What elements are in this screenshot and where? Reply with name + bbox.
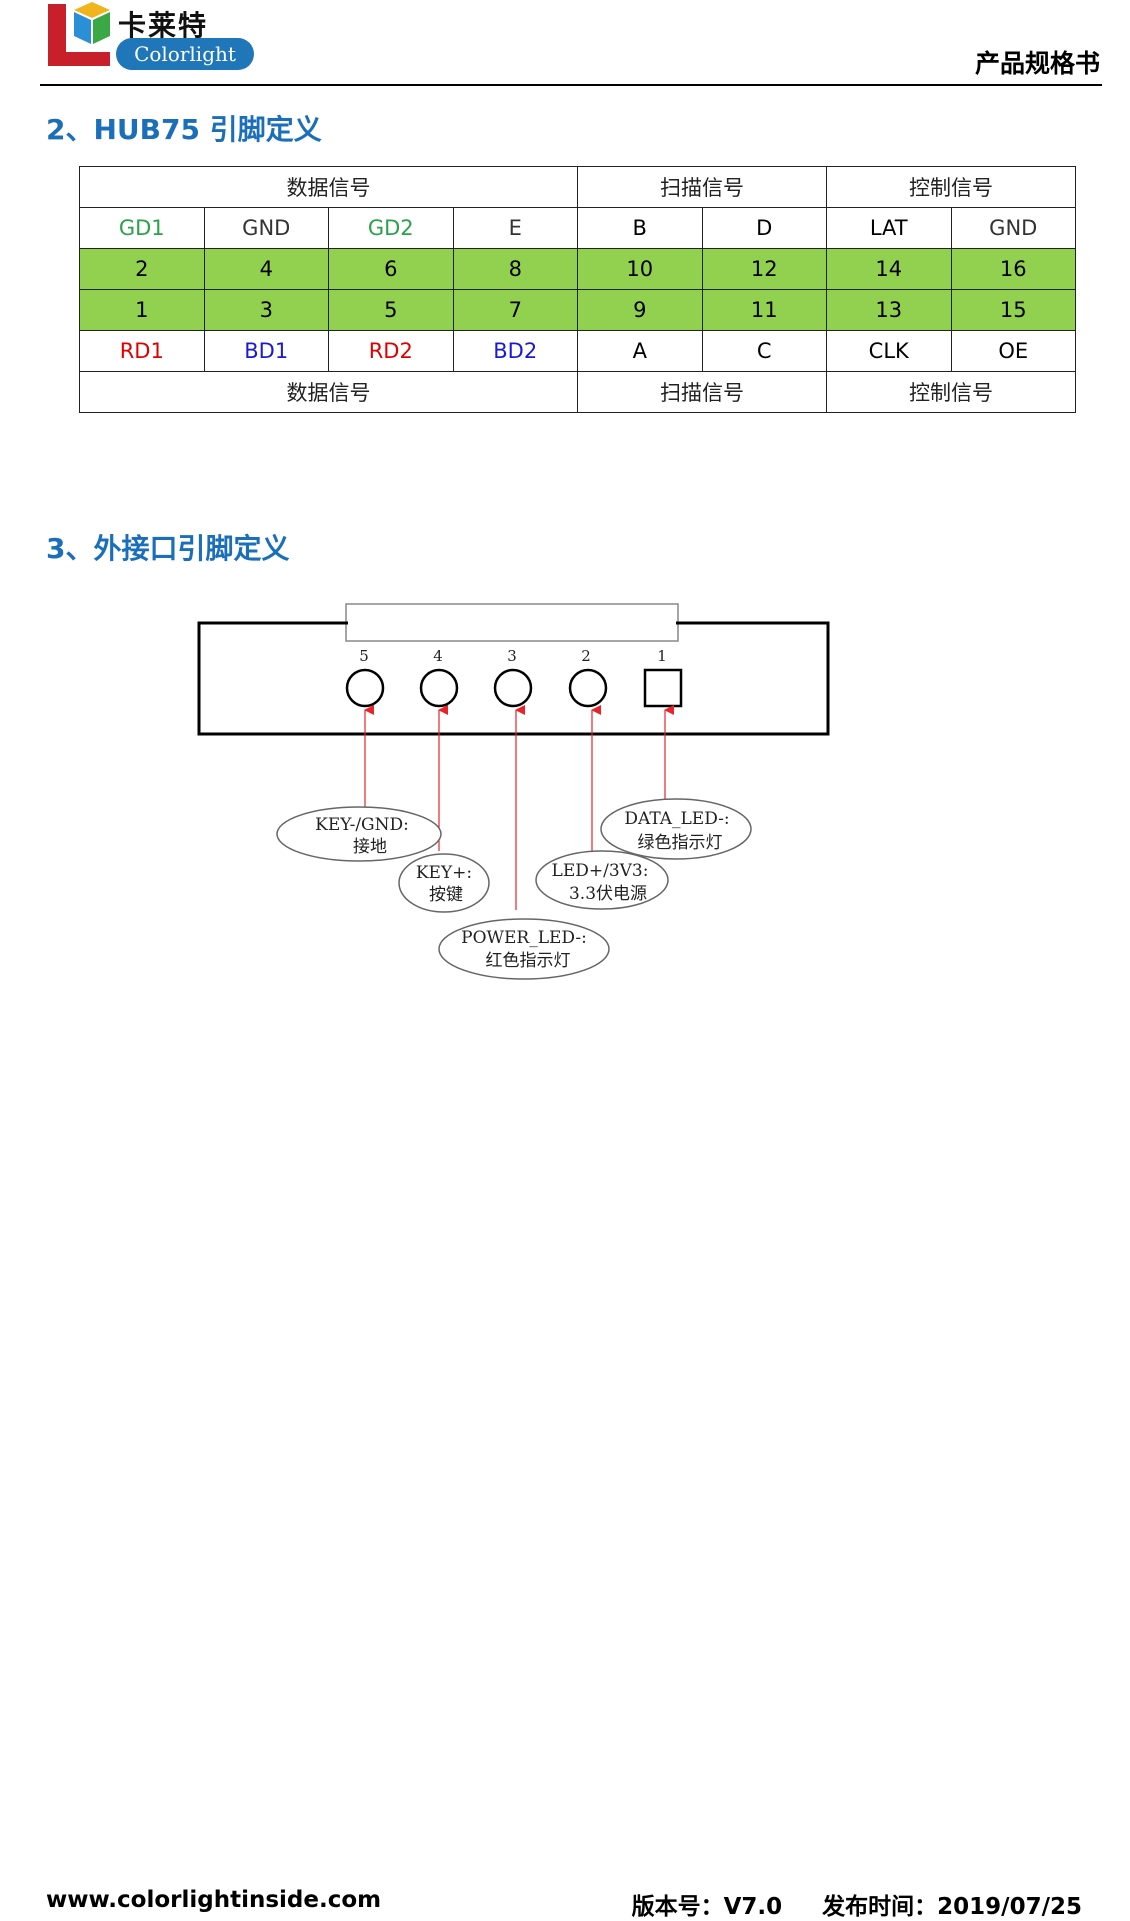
pin-number-cell: 8 (452, 248, 578, 290)
callout-data-led-line1: DATA_LED-: (624, 809, 729, 829)
signal-name-cell: LAT (826, 207, 952, 249)
table-row-bottom-groups: 数据信号 扫描信号 控制信号 (79, 371, 1076, 413)
pin-number-cell: 6 (328, 248, 454, 290)
pin-number-cell: 10 (577, 248, 703, 290)
signal-name-cell: CLK (826, 330, 952, 372)
pin-number-cell: 7 (452, 289, 578, 331)
signal-name-cell: A (577, 330, 703, 372)
callout-bubble-data-led (600, 798, 752, 860)
table-row-odd-pins: 1 3 5 7 9 11 13 15 (79, 289, 1076, 331)
group-data-signal: 数据信号 (79, 371, 578, 413)
section-title-hub75: 2、HUB75 引脚定义 (46, 113, 322, 146)
callout-power-led-line1: POWER_LED-: (461, 928, 587, 948)
footer-release-date: 发布时间：2019/07/25 (822, 1894, 1082, 1920)
group-scan-signal: 扫描信号 (577, 166, 827, 208)
pin-number-cell: 12 (701, 248, 827, 290)
signal-name-cell: GND (203, 207, 329, 249)
footer-version-info: 版本号：V7.0 发布时间：2019/07/25 (632, 1887, 1082, 1921)
signal-name-cell: GD1 (79, 207, 205, 249)
signal-name-cell: GND (950, 207, 1076, 249)
callout-key-plus-line2: 按键 (429, 885, 463, 905)
logo-chinese-name: 卡莱特 (118, 9, 209, 42)
callout-bubble-key-gnd (276, 806, 442, 862)
company-logo: 卡莱特 Colorlight (44, 0, 254, 74)
callout-bubble-led-3v3 (535, 850, 669, 910)
group-scan-signal: 扫描信号 (577, 371, 827, 413)
signal-name-cell: C (701, 330, 827, 372)
pin-3-circle (493, 668, 533, 708)
signal-name-cell: GD2 (328, 207, 454, 249)
group-control-signal: 控制信号 (826, 371, 1076, 413)
pin-number-label: 4 (433, 647, 443, 665)
callout-bubble-power-led (438, 918, 610, 980)
callout-bubble-key-plus (398, 853, 490, 913)
group-data-signal: 数据信号 (79, 166, 578, 208)
signal-name-cell: B (577, 207, 703, 249)
section-title-external-interface: 3、外接口引脚定义 (46, 532, 290, 565)
pin-number-cell: 16 (950, 248, 1076, 290)
external-interface-diagram: 5 4 3 2 1 KEY-/GND: 接地 KEY+: 按键 POWER_LE… (197, 603, 830, 980)
signal-name-cell: E (452, 207, 578, 249)
hub75-pin-table: 数据信号 扫描信号 控制信号 GD1 GND GD2 E B D LAT GND… (79, 166, 1076, 413)
pin-number-cell: 3 (203, 289, 329, 331)
callout-led-3v3-line1: LED+/3V3: (552, 861, 649, 881)
pin-1-square (643, 668, 683, 708)
signal-name-cell: RD1 (79, 330, 205, 372)
pin-5-circle (345, 668, 385, 708)
pin-number-label: 2 (581, 647, 591, 665)
table-row-lower-names: RD1 BD1 RD2 BD2 A C CLK OE (79, 330, 1076, 372)
pin-number-cell: 13 (826, 289, 952, 331)
callout-data-led-line2: 绿色指示灯 (638, 833, 723, 853)
callout-key-gnd-line1: KEY-/GND: (315, 815, 409, 835)
signal-name-cell: OE (950, 330, 1076, 372)
pin-number-cell: 9 (577, 289, 703, 331)
table-row-upper-names: GD1 GND GD2 E B D LAT GND (79, 207, 1076, 249)
callout-power-led-line2: 红色指示灯 (486, 951, 571, 971)
footer-website: www.colorlightinside.com (46, 1887, 382, 1913)
logo-mark-icon (48, 2, 110, 66)
signal-name-cell: BD1 (203, 330, 329, 372)
callout-key-plus-line1: KEY+: (416, 863, 472, 883)
pin-2-circle (568, 668, 608, 708)
pin-number-cell: 15 (950, 289, 1076, 331)
pin-number-label: 1 (657, 647, 667, 665)
signal-name-cell: RD2 (328, 330, 454, 372)
pin-number-cell: 14 (826, 248, 952, 290)
signal-name-cell: D (701, 207, 827, 249)
table-row-top-groups: 数据信号 扫描信号 控制信号 (79, 166, 1076, 208)
callout-led-3v3-line2: 3.3伏电源 (569, 884, 647, 904)
pin-number-cell: 2 (79, 248, 205, 290)
callout-key-gnd-line2: 接地 (353, 837, 387, 857)
signal-name-cell: BD2 (452, 330, 578, 372)
pin-4-circle (419, 668, 459, 708)
header-divider (40, 84, 1102, 86)
table-row-even-pins: 2 4 6 8 10 12 14 16 (79, 248, 1076, 290)
pin-number-label: 5 (359, 647, 369, 665)
logo-english-name: Colorlight (116, 38, 254, 70)
document-title: 产品规格书 (974, 49, 1100, 78)
pin-number-cell: 5 (328, 289, 454, 331)
pin-number-cell: 4 (203, 248, 329, 290)
pin-number-label: 3 (507, 647, 517, 665)
pin-number-cell: 1 (79, 289, 205, 331)
footer-version: 版本号：V7.0 (631, 1894, 783, 1920)
group-control-signal: 控制信号 (826, 166, 1076, 208)
pin-number-cell: 11 (701, 289, 827, 331)
